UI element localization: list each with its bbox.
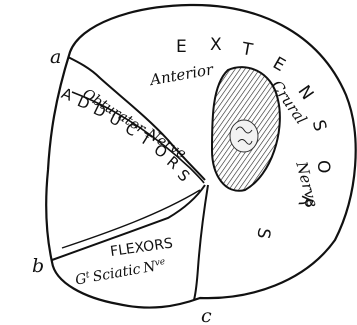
- extensors-letter-2: X: [210, 35, 222, 55]
- sciatic-word: Sciatic: [92, 261, 142, 285]
- flexor-upper-outline: [62, 190, 200, 248]
- sciatic-nerve-label: GtSciaticNve: [74, 257, 167, 289]
- extensors-letter-9: S: [252, 226, 274, 240]
- extensors-letter-7: O: [313, 160, 333, 173]
- extensors-letter-4: E: [269, 53, 288, 76]
- outer-fascia: [46, 5, 356, 308]
- extensors-letter-6: S: [308, 118, 330, 134]
- adductors-letter-9: S: [174, 166, 193, 185]
- septum-c: [194, 185, 208, 300]
- flexors-label: FLEXORS: [109, 235, 174, 260]
- extensors-letter-1: E: [176, 37, 187, 57]
- extensors-letter-3: T: [239, 39, 254, 61]
- septum-label-b: b: [32, 255, 44, 277]
- adductors-letter-1: A: [59, 84, 76, 105]
- obturator-nerve-label: Obturator Nerve: [80, 86, 189, 162]
- marrow-cavity: [230, 120, 258, 152]
- anterior-label: Anterior: [147, 60, 216, 89]
- septum-label-a: a: [50, 46, 61, 68]
- sciatic-prefix-sup: t: [85, 270, 91, 281]
- septum-label-c: c: [201, 305, 212, 325]
- sciatic-suffix-sup: ve: [154, 257, 166, 269]
